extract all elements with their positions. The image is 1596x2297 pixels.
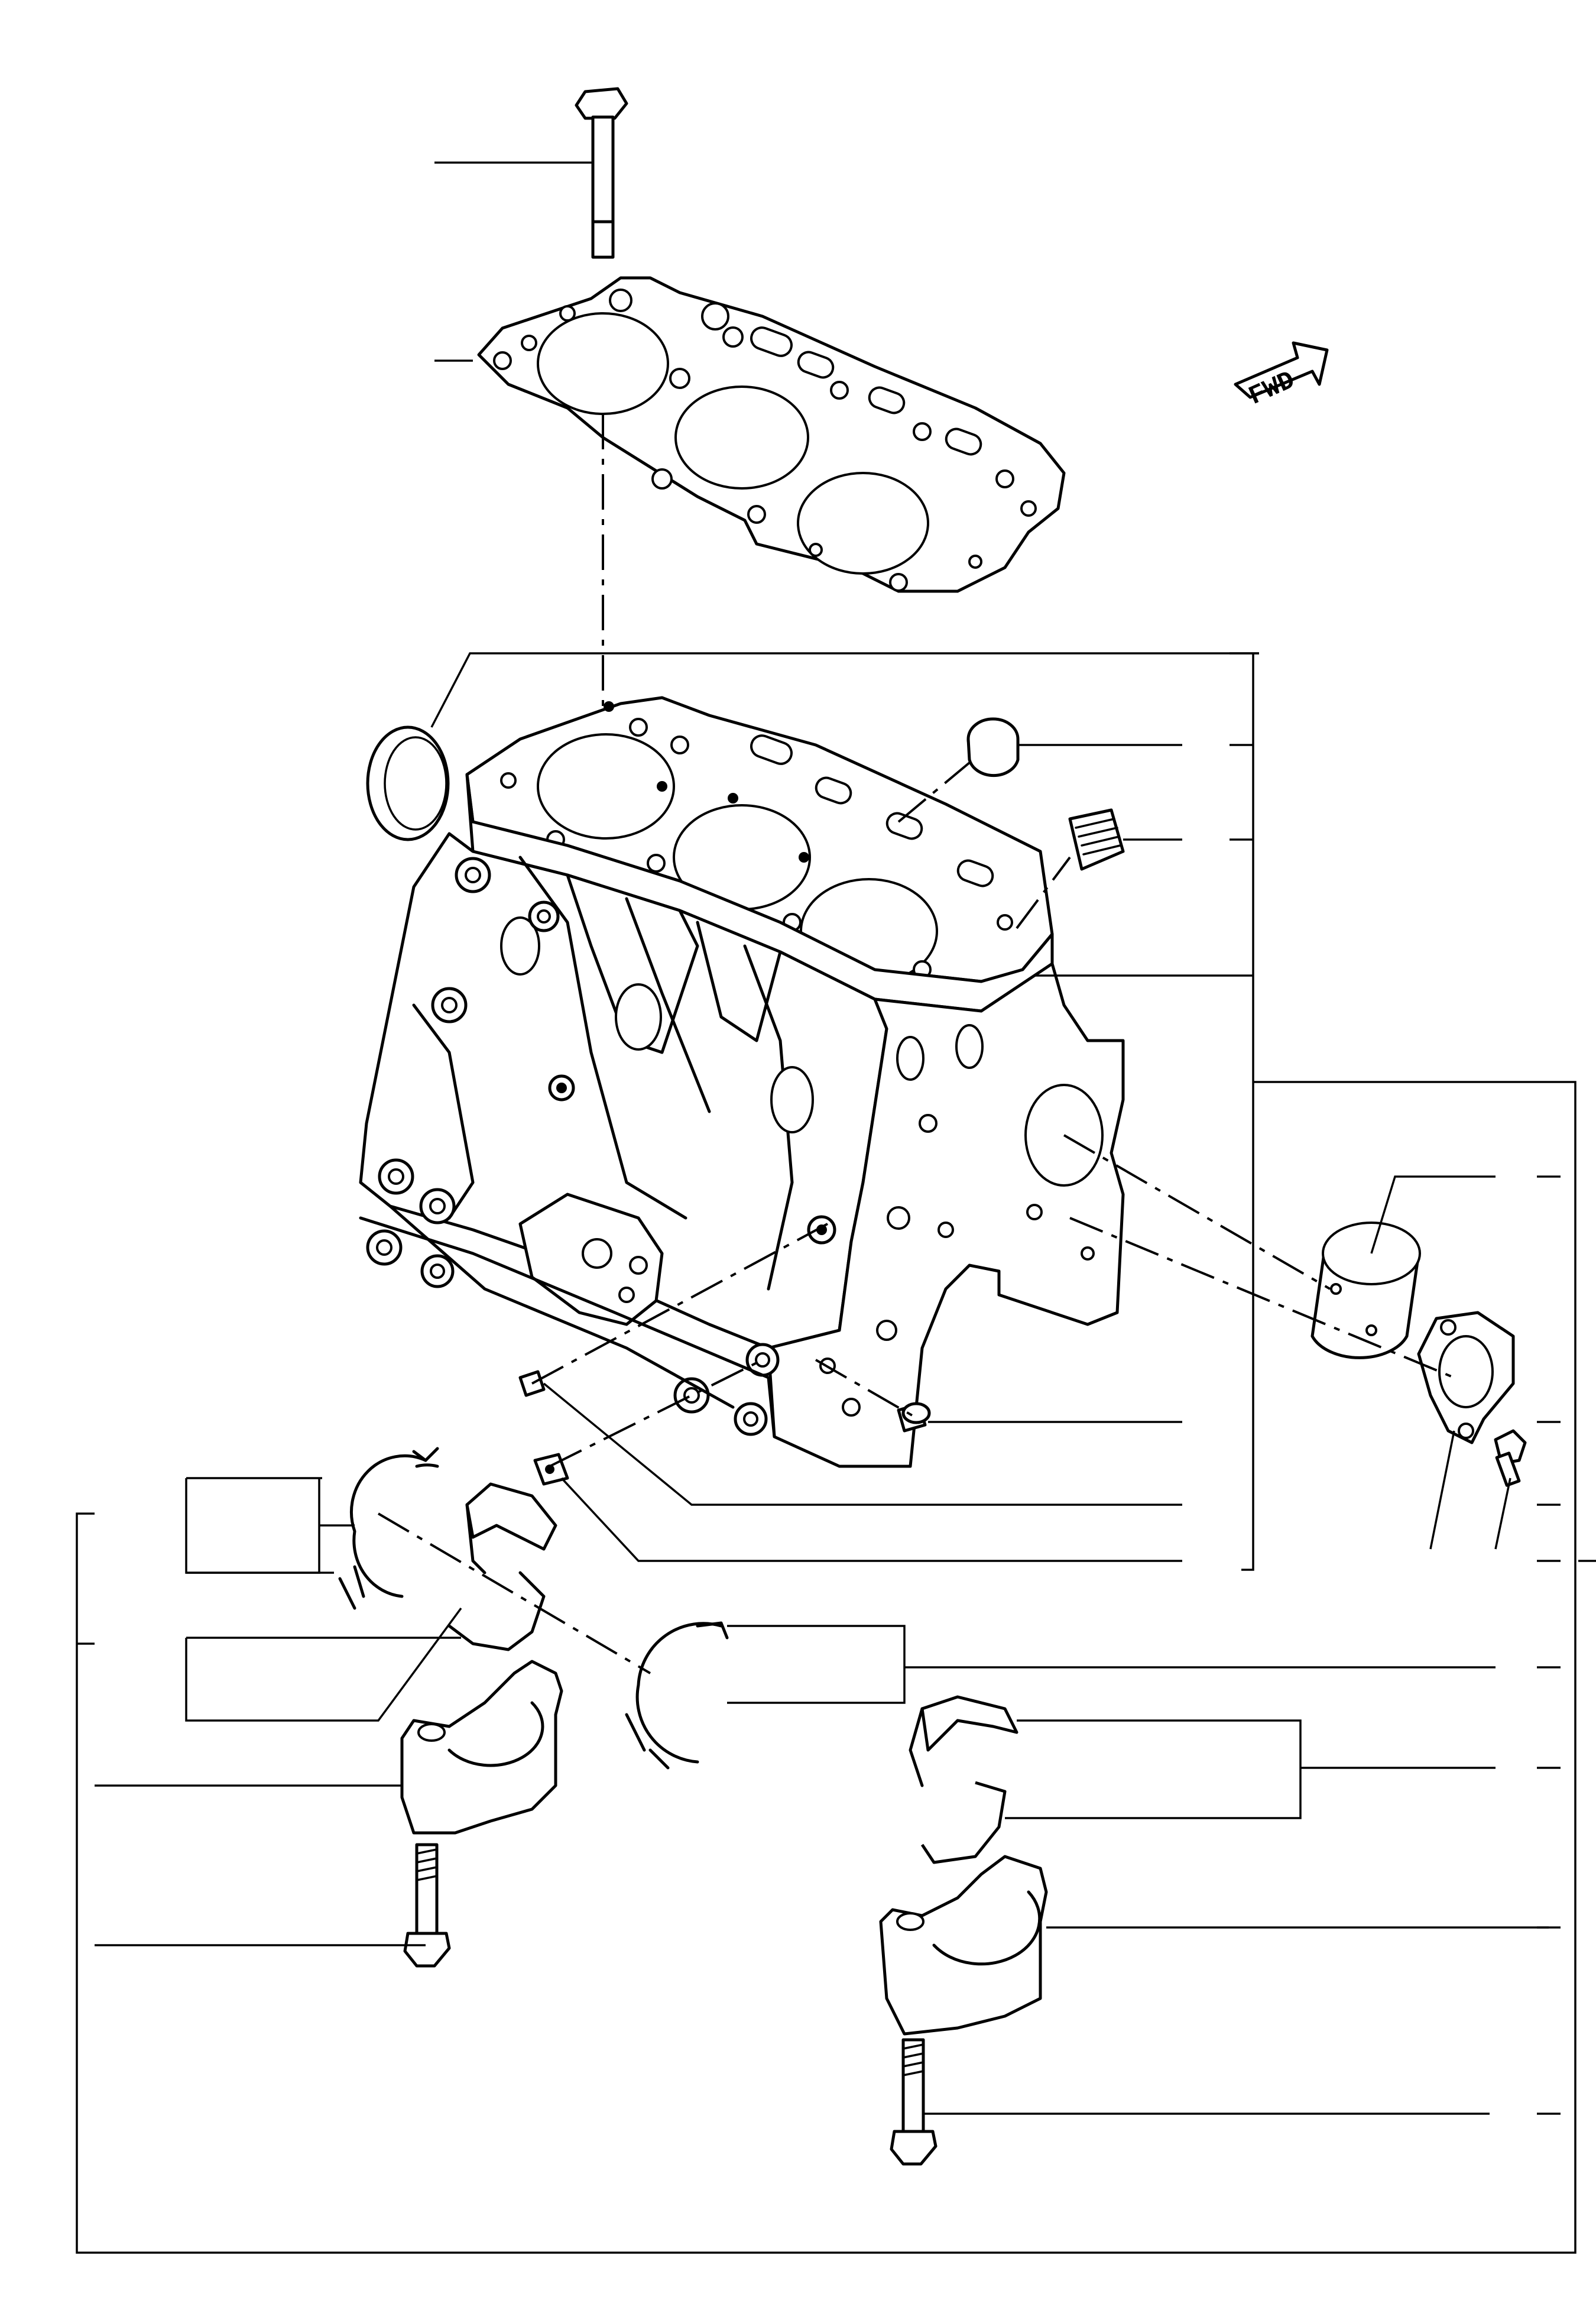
seal-flange-cover (1417, 1311, 1515, 1444)
rear-bearing-housing-ring (1310, 1222, 1421, 1359)
fwd-label: FWD (1245, 366, 1300, 412)
leader-lines (76, 161, 1596, 2254)
thrust-washer-lower-1 (625, 1621, 729, 1770)
alignment-lines (377, 762, 1455, 1674)
cup-plug (966, 717, 1020, 777)
forward-direction-arrow: FWD (1234, 341, 1329, 412)
cylinder-block (359, 696, 1125, 1468)
flange-bolt (1494, 1429, 1527, 1487)
cylinder-head-bolt (575, 87, 628, 259)
cylinder-head-gasket (477, 276, 1066, 593)
core-plug (366, 725, 450, 841)
main-bearing-cap-2 (879, 1855, 1048, 2036)
threaded-plug (1068, 808, 1125, 871)
main-cap-bolt-1 (403, 1843, 451, 1968)
thrust-washer-upper-1 (338, 1447, 439, 1610)
main-bearing-upper-1 (447, 1482, 557, 1651)
main-bearing-upper-2 (909, 1695, 1018, 1864)
main-cap-bolt-2 (890, 2038, 938, 2166)
main-bearing-cap-1 (400, 1660, 563, 1835)
drain-plug (897, 1402, 931, 1433)
